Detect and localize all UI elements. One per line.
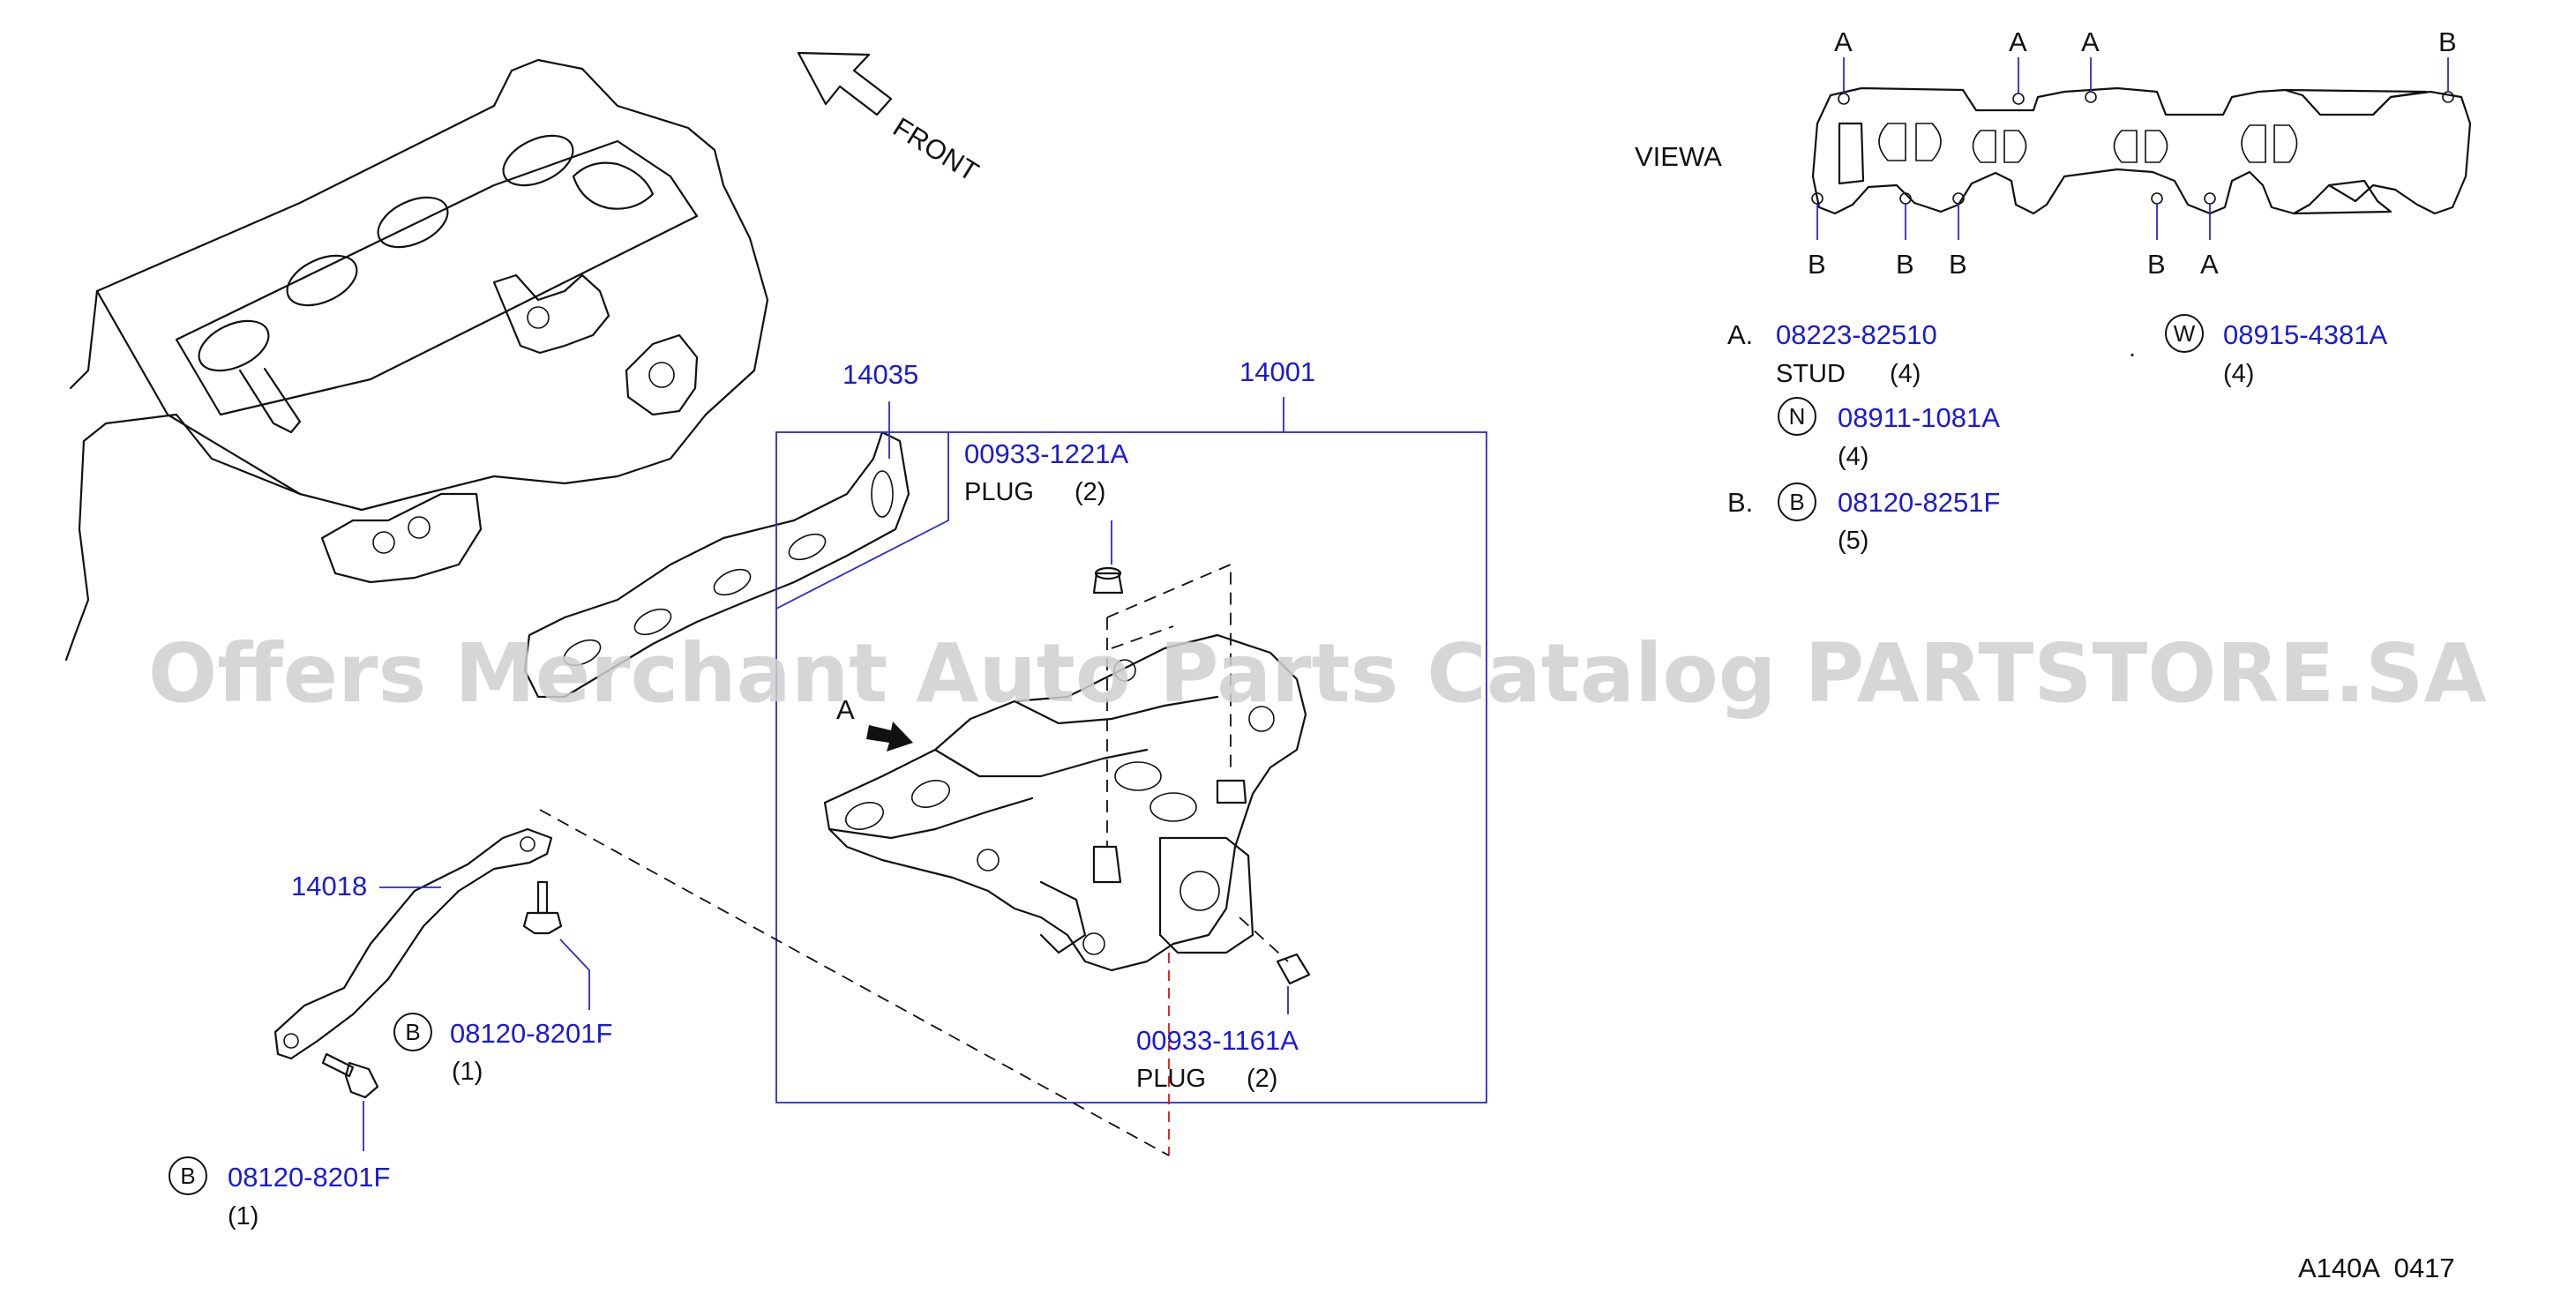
legend-w-circle [2165,314,2204,353]
watermark: Offers Merchant Auto Parts Catalog PARTS… [148,626,2487,721]
front-label: FRONT [887,111,984,187]
bolt-2-symbol: B [180,1163,195,1189]
engine-head-illustration [64,58,769,662]
manifold-box-notch [775,432,949,610]
assembly-dash-mid [1111,625,1174,649]
bolt-1-qty: (1) [452,1058,483,1086]
legend-a-qty: (4) [1890,360,1921,388]
legend-a-prefix: A. [1727,319,1753,350]
view-letter-5: B [1808,249,1826,280]
legend-dot: . [2129,334,2136,363]
manifold-stay-14018 [273,827,553,1060]
bolt-1-symbol: B [405,1019,420,1045]
view-letter-4: B [2438,26,2457,57]
bolt-1-symbol-circle [393,1013,432,1051]
plug-bottom-axis [1239,916,1289,962]
manifold-callout[interactable]: 14001 [1239,356,1315,387]
view-a-flange [1811,86,2472,215]
plug-bottom-shape [1276,953,1311,985]
view-letter-7: B [1949,249,1967,280]
bolt-1-part[interactable]: 08120-8201F [450,1018,612,1049]
legend-b-qty: (5) [1838,527,1868,555]
plug-top-part[interactable]: 00933-1221A [964,438,1128,469]
view-a-leaders [1816,57,2449,240]
legend-n-circle [1778,397,1816,436]
legend-a-desc: STUD [1776,360,1846,388]
view-letter-3: A [2081,26,2100,57]
view-letter-2: A [2009,26,2027,57]
legend-b-part[interactable]: 08120-8251F [1838,487,2000,518]
view-letter-6: B [1896,249,1914,280]
plug-bottom-part[interactable]: 00933-1161A [1136,1025,1299,1056]
view-a-marker-label: A [836,694,855,725]
plug-top-shape [1092,566,1124,595]
legend-n-qty: (4) [1838,443,1868,471]
diagram-code: A140A 0417 [2298,1253,2455,1283]
bolt-2-part[interactable]: 08120-8201F [228,1162,390,1193]
legend-w-qty: (4) [2223,360,2254,388]
legend-n-part[interactable]: 08911-1081A [1838,402,2000,433]
plug-bottom-qty: (2) [1247,1065,1277,1093]
legend-w-part[interactable]: 08915-4381A [2223,319,2387,350]
bolt-2-symbol-circle [168,1156,207,1195]
manifold-group-box [775,431,1487,1103]
legend-n-symbol: N [1789,403,1806,430]
legend-b-symbol: B [1789,489,1804,515]
plug-top-desc: PLUG [964,478,1034,506]
legend-b-circle [1778,482,1816,521]
view-letter-8: B [2147,249,2166,280]
legend-a-part[interactable]: 08223-82510 [1776,319,1937,350]
view-letter-1: A [1834,26,1853,57]
view-a-marker-arrow [866,722,913,752]
assembly-dash-top [1106,563,1232,767]
gasket-callout[interactable]: 14035 [842,359,918,390]
view-a-title: VIEWA [1635,141,1722,172]
plug-bottom-desc: PLUG [1136,1065,1206,1093]
view-letter-9: A [2200,249,2219,280]
bolt-1-shape [522,880,563,935]
stay-callout[interactable]: 14018 [291,871,367,901]
bolt-2-shape [321,1052,379,1099]
bolt-1-leader [559,939,590,1010]
manifold-gasket-14035 [523,430,910,699]
front-direction-arrow: FRONT [797,51,984,188]
bolt-2-qty: (1) [228,1202,258,1230]
plug-top-qty: (2) [1075,478,1105,506]
stay-assembly-dash [539,809,1170,1156]
intake-manifold-illustration [823,633,1307,972]
legend-w-symbol: W [2174,320,2196,347]
legend-b-prefix: B. [1727,487,1753,518]
